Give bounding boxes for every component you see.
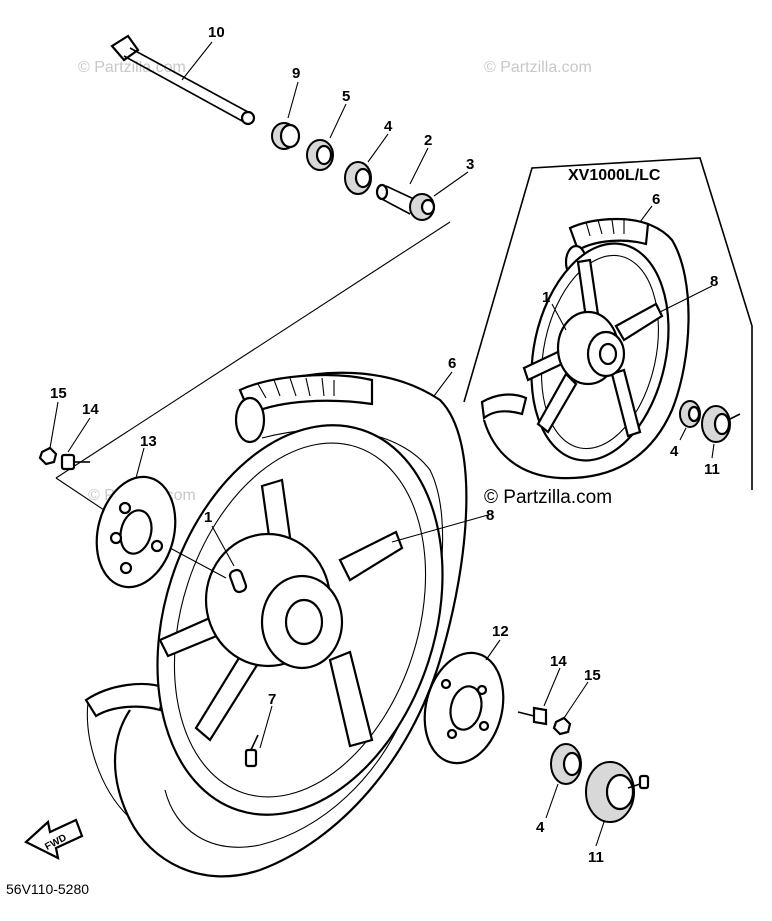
bolt-right[interactable]: [517, 706, 548, 726]
callout-14: 14: [550, 653, 567, 670]
callout-6: 6: [448, 355, 456, 372]
nut-left[interactable]: [38, 446, 58, 466]
callout-8: 8: [486, 507, 494, 524]
cast-wheel[interactable]: [110, 388, 490, 852]
callout-7: 7: [268, 691, 276, 708]
inset-callout-4: 4: [670, 443, 679, 460]
inset-speedometer-unit[interactable]: [701, 405, 741, 443]
bolt-left[interactable]: [60, 453, 90, 471]
callout-4: 4: [384, 118, 393, 135]
inset-wheel[interactable]: [513, 231, 688, 474]
inset-callout-1: 1: [542, 289, 550, 306]
speedometer-gear-unit[interactable]: [585, 761, 650, 823]
bearing-right[interactable]: [550, 743, 582, 785]
callout-15: 15: [50, 385, 67, 402]
bearing[interactable]: [344, 161, 372, 195]
callout-10: 10: [208, 24, 225, 41]
nut-right[interactable]: [552, 716, 572, 736]
brake-disc-left[interactable]: [86, 468, 187, 595]
watermark: © Partzilla.com: [484, 59, 592, 76]
callout-12: 12: [492, 623, 509, 640]
callout-1: 1: [204, 509, 212, 526]
inset-title: XV1000L/LC: [568, 167, 661, 184]
callout-13: 13: [140, 433, 157, 450]
axle-shaft[interactable]: [110, 34, 256, 126]
inset-callout-6: 6: [652, 191, 660, 208]
inset-callout-8: 8: [710, 273, 718, 290]
callout-2: 2: [424, 132, 432, 149]
watermark: © Partzilla.com: [484, 487, 612, 508]
callout-11: 11: [588, 849, 604, 866]
callout-15: 15: [584, 667, 601, 684]
diagram-code: 56V110-5280: [6, 881, 89, 897]
inset-frame: [463, 157, 753, 490]
air-valve[interactable]: [244, 734, 259, 768]
oil-seal[interactable]: [306, 139, 334, 171]
inset-bearing[interactable]: [679, 400, 701, 428]
watermark: © Partzilla.com: [78, 59, 186, 76]
inset-callout-11: 11: [704, 461, 720, 478]
callout-14: 14: [82, 401, 99, 418]
callout-3: 3: [466, 156, 474, 173]
brake-disc-right[interactable]: [414, 644, 515, 771]
callout-4: 4: [536, 819, 545, 836]
callout-9: 9: [292, 65, 300, 82]
collar[interactable]: [271, 122, 301, 150]
callout-5: 5: [342, 88, 350, 105]
spacer-flange[interactable]: [409, 193, 436, 221]
tire-tread: [234, 373, 374, 444]
fwd-arrow: FWD: [24, 818, 84, 860]
spacer[interactable]: [375, 183, 417, 215]
